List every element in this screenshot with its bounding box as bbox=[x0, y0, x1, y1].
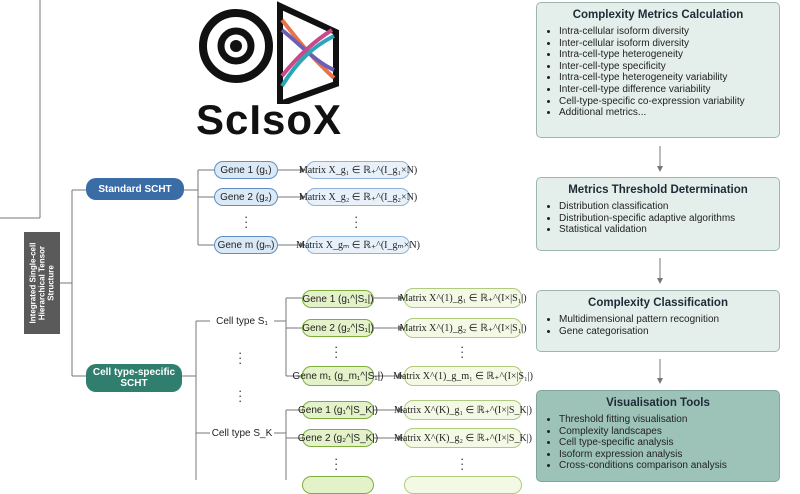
matrix-node[interactable]: Matrix X^(1)_g₂ ∈ ℝ₊^(I×|S₁|) bbox=[399, 318, 527, 338]
list-item: Multidimensional pattern recognition bbox=[559, 314, 769, 326]
panel-threshold: Metrics Threshold Determination Distribu… bbox=[536, 177, 780, 251]
cell-type-node[interactable]: Cell type S_K bbox=[211, 427, 273, 439]
matrix-node[interactable]: Matrix X^(1)_g_m₁ ∈ ℝ₊^(I×|S₁|) bbox=[393, 366, 533, 386]
panel-title: Metrics Threshold Determination bbox=[568, 184, 748, 196]
scisox-wordmark: ScIsoX bbox=[196, 96, 343, 143]
gene-node[interactable]: Gene m (gₘ) bbox=[214, 236, 278, 254]
matrix-node[interactable]: Matrix X_g₁ ∈ ℝ₊^(I_g₁×N) bbox=[299, 161, 417, 179]
matrix-node[interactable]: Matrix X_gₘ ∈ ℝ₊^(I_gₘ×N) bbox=[296, 236, 420, 254]
ellipsis-vertical: ··· bbox=[460, 339, 465, 364]
matrix-node[interactable]: Matrix X^(1)_g₁ ∈ ℝ₊^(I×|S₁|) bbox=[399, 288, 527, 308]
celltype-scht-node[interactable]: Cell type-specific SCHT bbox=[86, 364, 182, 392]
list-item: Isoform expression analysis bbox=[559, 449, 769, 461]
list-item: Cell type-specific analysis bbox=[559, 437, 769, 449]
list-item: Additional metrics... bbox=[559, 107, 769, 119]
panel-complexity-metrics: Complexity Metrics Calculation Intra-cel… bbox=[536, 2, 780, 138]
list-item: Distribution-specific adaptive algorithm… bbox=[559, 213, 769, 225]
structure-label-bar: Integrated Single-cell Hierarchical Tens… bbox=[24, 232, 60, 334]
connector-lines bbox=[0, 0, 663, 480]
cell-type-node[interactable]: Cell type S₁ bbox=[216, 315, 268, 327]
gene-node[interactable]: Gene 2 (g₂^|S_K|) bbox=[298, 429, 378, 447]
panel-title: Visualisation Tools bbox=[606, 397, 710, 409]
list-item: Intra-cell-type heterogeneity bbox=[559, 49, 769, 61]
list-item: Cell-type-specific co-expression variabi… bbox=[559, 96, 769, 108]
list-item: Distribution classification bbox=[559, 201, 769, 213]
matrix-node-partial bbox=[404, 476, 522, 494]
panel-visualisation: Visualisation Tools Threshold fitting vi… bbox=[536, 390, 780, 482]
ellipsis-vertical: ··· bbox=[244, 209, 249, 234]
ellipsis-vertical: ··· bbox=[238, 383, 243, 408]
ellipsis-vertical: ··· bbox=[238, 345, 243, 370]
ellipsis-vertical: ··· bbox=[460, 451, 465, 476]
gene-node[interactable]: Gene 2 (g₂^|S₁|) bbox=[302, 319, 374, 337]
ellipsis-vertical: ··· bbox=[334, 451, 339, 476]
gene-node[interactable]: Gene 1 (g₁^|S₁|) bbox=[302, 290, 374, 308]
ellipsis-vertical: ··· bbox=[334, 339, 339, 364]
list-item: Inter-cellular isoform diversity bbox=[559, 38, 769, 50]
gene-node-partial bbox=[302, 476, 374, 494]
matrix-node[interactable]: Matrix X^(K)_g₂ ∈ ℝ₊^(I×|S_K|) bbox=[394, 428, 532, 448]
panel-classification: Complexity Classification Multidimension… bbox=[536, 290, 780, 352]
gene-node[interactable]: Gene m₁ (g_m₁^|S₁|) bbox=[292, 366, 384, 386]
list-item: Threshold fitting visualisation bbox=[559, 414, 769, 426]
scisox-logo-icon bbox=[199, 1, 339, 104]
list-item: Inter-cell-type difference variability bbox=[559, 84, 769, 96]
structure-label: Integrated Single-cell Hierarchical Tens… bbox=[28, 242, 56, 324]
matrix-node[interactable]: Matrix X_g₂ ∈ ℝ₊^(I_g₂×N) bbox=[299, 188, 417, 206]
matrix-node[interactable]: Matrix X^(K)_g₁ ∈ ℝ₊^(I×|S_K|) bbox=[394, 400, 532, 420]
gene-node[interactable]: Gene 2 (g₂) bbox=[214, 188, 278, 206]
gene-node[interactable]: Gene 1 (g₁^|S_K|) bbox=[298, 401, 378, 419]
list-item: Intra-cell-type heterogeneity variabilit… bbox=[559, 72, 769, 84]
panel-title: Complexity Classification bbox=[588, 297, 728, 309]
list-item: Inter-cell-type specificity bbox=[559, 61, 769, 73]
standard-scht-node[interactable]: Standard SCHT bbox=[86, 178, 184, 200]
list-item: Cross-conditions comparison analysis bbox=[559, 460, 769, 472]
list-item: Statistical validation bbox=[559, 224, 769, 236]
ellipsis-vertical: ··· bbox=[354, 209, 359, 234]
list-item: Intra-cellular isoform diversity bbox=[559, 26, 769, 38]
list-item: Complexity landscapes bbox=[559, 426, 769, 438]
list-item: Gene categorisation bbox=[559, 326, 769, 338]
gene-node[interactable]: Gene 1 (g₁) bbox=[214, 161, 278, 179]
panel-title: Complexity Metrics Calculation bbox=[572, 9, 744, 21]
